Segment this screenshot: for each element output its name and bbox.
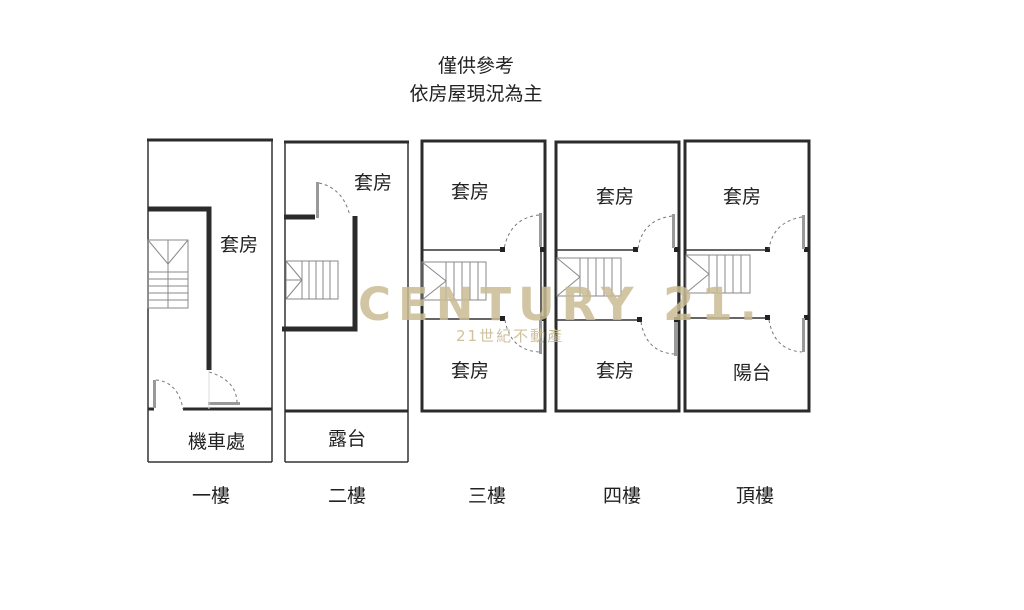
century21-watermark: CENTURY 21.	[358, 278, 764, 331]
floor-2-room-suite: 套房	[354, 172, 393, 194]
floor-4-room-suite-back: 套房	[596, 360, 635, 382]
roof-room-balcony: 陽台	[733, 362, 772, 384]
roof-room-suite: 套房	[723, 186, 762, 208]
floor-4-plan	[554, 140, 681, 413]
disclaimer-line-2: 依房屋現況為主	[409, 83, 543, 105]
floor-1-plan	[147, 138, 273, 463]
floor-4-room-suite-front: 套房	[596, 186, 635, 208]
floor-label-1f: 一樓	[192, 485, 231, 507]
roof-floor-plan	[683, 139, 811, 413]
floor-2-plan	[282, 140, 409, 463]
floor-label-4f: 四樓	[603, 485, 642, 507]
floor-1-room-scooter-parking: 機車處	[188, 431, 246, 453]
floor-3-room-suite-front: 套房	[451, 181, 490, 203]
floor-label-roof: 頂樓	[736, 485, 775, 507]
century21-watermark-subtitle: 21世紀不動產	[456, 327, 565, 345]
floor-label-3f: 三樓	[468, 485, 507, 507]
floor-3-plan	[420, 139, 547, 413]
disclaimer-line-1: 僅供參考	[437, 55, 514, 77]
floor-3-room-suite-back: 套房	[451, 360, 490, 382]
floor-label-2f: 二樓	[328, 485, 367, 507]
floor-1-room-suite: 套房	[220, 234, 259, 256]
floor-2-room-terrace: 露台	[328, 428, 367, 450]
